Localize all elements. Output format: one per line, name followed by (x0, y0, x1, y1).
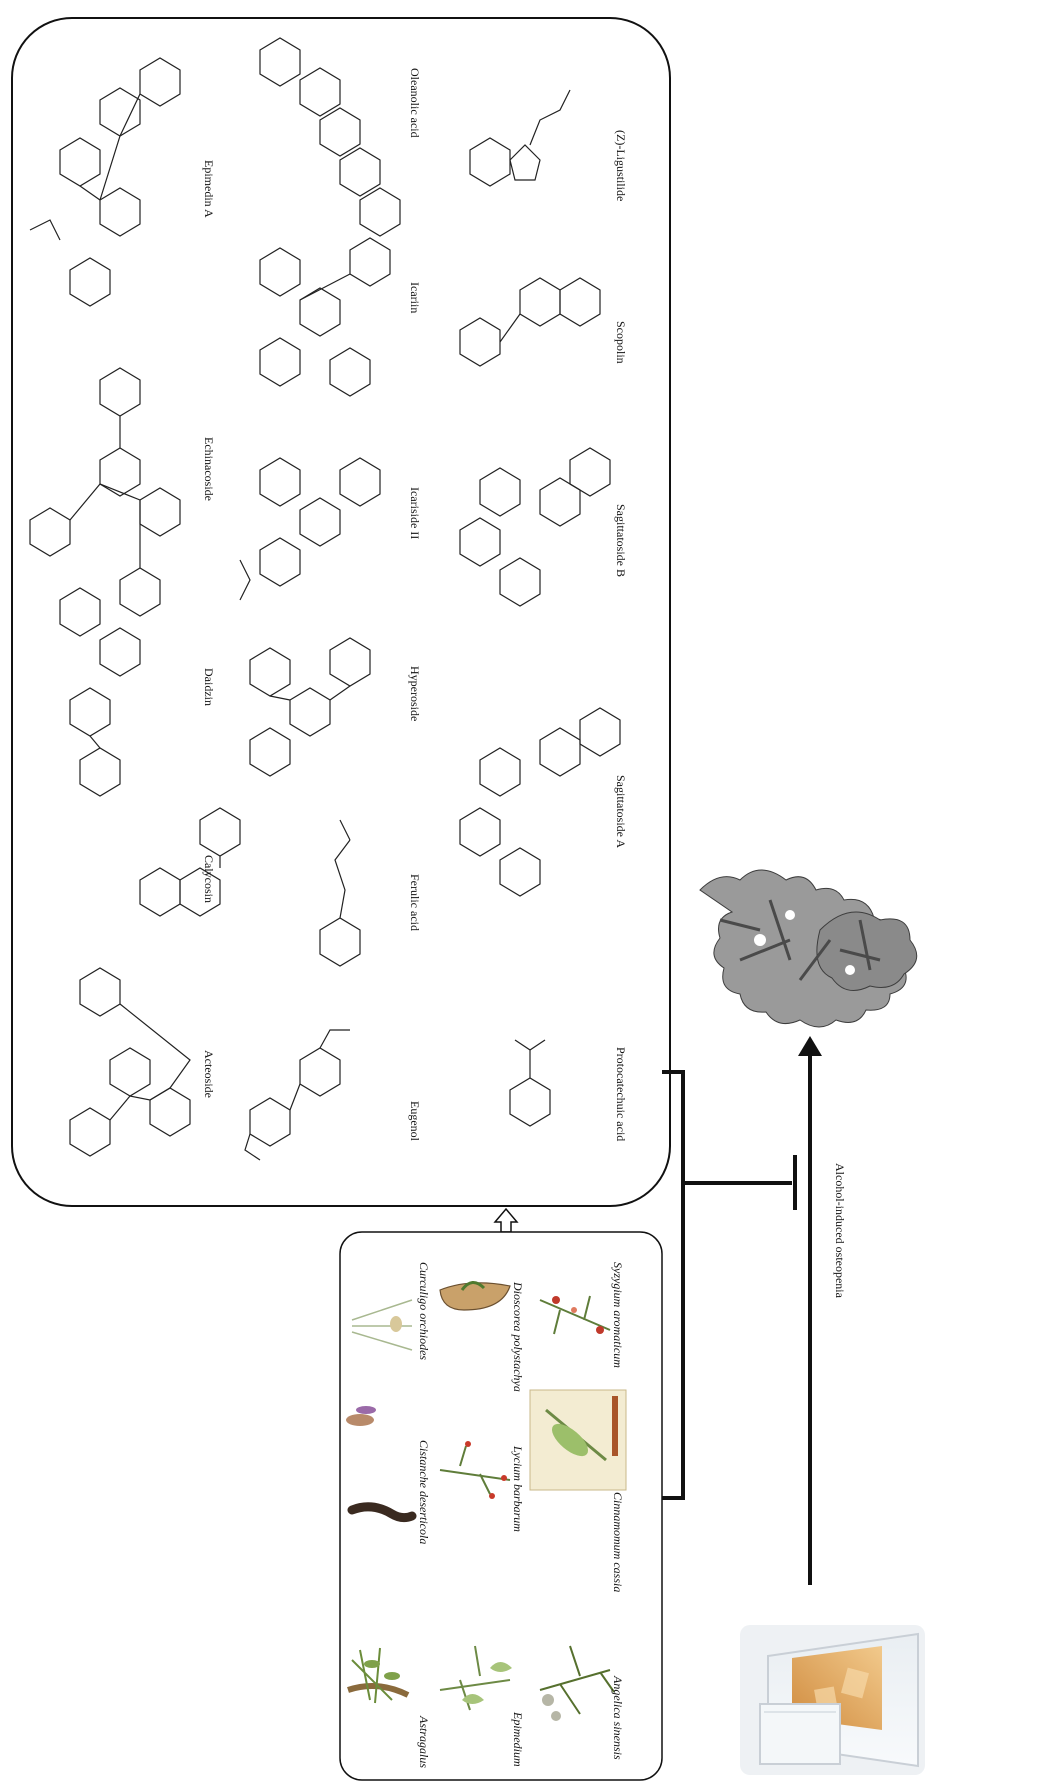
molecule-sketches (29, 37, 621, 1161)
label-ferulic-acid: Ferulic acid (408, 874, 422, 931)
label-eugenol: Eugenol (408, 1101, 422, 1142)
bone-scan-image (699, 869, 918, 1028)
molecule-ligustilide-structure (469, 89, 571, 187)
herbs-panel (339, 1231, 663, 1781)
herb-illustration-curculigo (351, 1299, 413, 1351)
herb-illustration-syzygium (539, 1295, 611, 1335)
label-angelica-sinensis: Angelica sinensis (611, 1675, 625, 1760)
molecule-acteoside-structure (69, 967, 191, 1157)
label-cinnamomum-cassia: Cinnamomum cassia (611, 1492, 625, 1592)
label-dioscorea-polystachya: Dioscorea polystachya (511, 1281, 525, 1392)
molecule-icariin-structure (259, 237, 391, 397)
compounds-panel (11, 17, 671, 1207)
label-scopolin: Scopolin (614, 321, 628, 364)
herb-illustration-astragalus (347, 1647, 410, 1704)
molecule-calycosin-structure (139, 807, 241, 917)
herb-illustration-cinnamomum (529, 1389, 627, 1491)
molecule-ferulic-acid-structure (319, 819, 361, 967)
label-alcohol-induced-osteopenia: Alcohol-induced osteopenia (833, 1163, 847, 1299)
alcohol-glasses-image (740, 1625, 925, 1775)
label-epimedium: Epimedium (511, 1711, 525, 1767)
label-echinacoside: Echinacoside (202, 437, 216, 501)
herb-illustration-cistanche (346, 1406, 417, 1523)
herbs-to-compounds-arrow (493, 1207, 519, 1233)
label-ligustilide: (Z)-Ligustilide (614, 130, 628, 201)
alcohol-to-osteopenia-arrow (798, 1036, 822, 1585)
label-protocatechuic-acid: Protocatechuic acid (614, 1047, 628, 1141)
label-syzygium-aromaticum: Syzygium aromaticum (611, 1262, 625, 1368)
molecule-eugenol-structure (244, 1029, 350, 1161)
label-calycosin: Calycosin (202, 855, 216, 903)
compound-labels: Acteoside Calycosin Daidzin Echinacoside… (202, 68, 628, 1142)
label-astragalus: Astragalus (417, 1715, 431, 1768)
molecule-hyperoside-structure (249, 637, 371, 777)
molecule-echinacoside-structure (29, 367, 181, 617)
molecule-epimedin-a-structure (29, 57, 181, 307)
label-curculigo-orchiodes: Curculigo orchiodes (417, 1262, 431, 1360)
label-icariside-ii: Icariside II (408, 487, 422, 539)
label-sagittatoside-b: Sagittatoside B (614, 504, 628, 577)
label-acteoside: Acteoside (202, 1050, 216, 1098)
label-hyperoside: Hyperoside (408, 666, 422, 721)
molecule-protocatechuic-acid-structure (509, 1039, 551, 1127)
molecule-daidzin-structure (59, 587, 141, 797)
molecule-icariside-ii-structure (239, 457, 381, 601)
label-lycium-barbarum: Lycium barbarum (511, 1445, 525, 1532)
herb-labels: Astragalus Cistanche deserticola Curculi… (417, 1262, 625, 1768)
molecule-sagittatoside-b-structure (459, 447, 611, 607)
herb-illustrations (346, 1281, 627, 1721)
molecule-oleanolic-acid-structure (259, 37, 401, 237)
molecule-scopolin-structure (459, 277, 601, 367)
label-epimedin-a: Epimedin A (202, 160, 216, 218)
molecule-sagittatoside-a-structure (459, 707, 621, 897)
label-icariin: Icariin (408, 282, 422, 313)
label-daidzin: Daidzin (202, 668, 216, 706)
label-sagittatoside-a: Sagittatoside A (614, 775, 628, 848)
herb-illustration-lycium (439, 1441, 511, 1499)
label-cistanche-deserticola: Cistanche deserticola (417, 1440, 431, 1544)
label-oleanolic-acid: Oleanolic acid (408, 68, 422, 138)
herb-illustration-epimedium (439, 1645, 512, 1711)
inhibition-bracket (662, 1070, 797, 1500)
herb-illustration-dioscorea (439, 1281, 511, 1311)
herb-illustration-angelica (539, 1645, 615, 1721)
